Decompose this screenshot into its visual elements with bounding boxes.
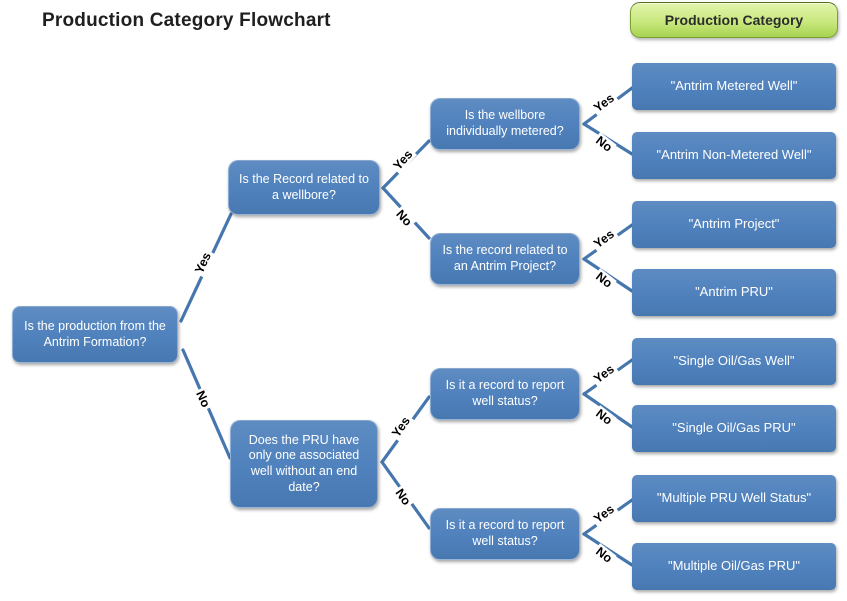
node-question-status-lower: Is it a record to report well status? (430, 508, 580, 560)
node-result-antrim-metered-well: "Antrim Metered Well" (632, 63, 836, 110)
node-result-multiple-pru-well-status: "Multiple PRU Well Status" (632, 475, 836, 522)
legend-production-category: Production Category (630, 2, 838, 38)
node-question-pru: Does the PRU have only one associated we… (230, 420, 378, 508)
node-result-antrim-pru: "Antrim PRU" (632, 269, 836, 316)
node-question-root: Is the production from the Antrim Format… (12, 306, 178, 363)
node-question-metered: Is the wellbore individually metered? (430, 98, 580, 150)
page-title: Production Category Flowchart (42, 10, 331, 31)
node-question-status-upper: Is it a record to report well status? (430, 368, 580, 420)
node-result-multiple-oil-gas-pru: "Multiple Oil/Gas PRU" (632, 543, 836, 590)
node-result-antrim-non-metered-well: "Antrim Non-Metered Well" (632, 132, 836, 179)
node-result-single-oil-gas-pru: "Single Oil/Gas PRU" (632, 405, 836, 452)
node-question-wellbore: Is the Record related to a wellbore? (228, 160, 380, 215)
node-question-project: Is the record related to an Antrim Proje… (430, 233, 580, 285)
node-result-single-oil-gas-well: "Single Oil/Gas Well" (632, 338, 836, 385)
node-result-antrim-project: "Antrim Project" (632, 201, 836, 248)
